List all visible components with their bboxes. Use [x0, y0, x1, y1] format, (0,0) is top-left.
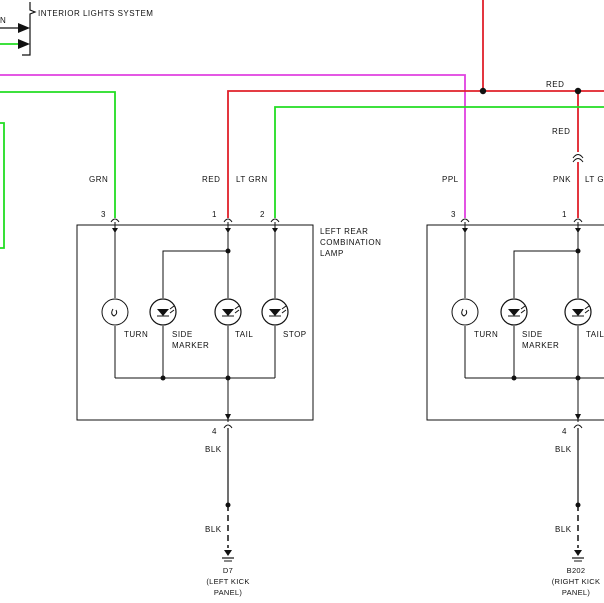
bulb-label-marker: MARKER	[172, 341, 209, 350]
filament-bulb-icon	[101, 298, 129, 326]
pin-connector-icon	[270, 218, 280, 223]
bulb-label-stop: STOP	[283, 330, 307, 339]
wire-label-ppl: PPL	[442, 175, 459, 184]
wire-grn-stub	[0, 122, 5, 249]
led-bulb-icon	[564, 298, 592, 326]
lamp-housing	[76, 224, 314, 421]
pin-connector-icon	[223, 218, 233, 223]
wire-label-pnk: PNK	[553, 175, 571, 184]
bulb-label-marker: MARKER	[522, 341, 559, 350]
ground-id: B202	[567, 566, 586, 575]
bulb-label-side: SIDE	[522, 330, 543, 339]
ground-location-line-1: (RIGHT KICK	[552, 577, 601, 586]
pin-number-2: 2	[260, 210, 265, 219]
bulb-label-turn: TURN	[474, 330, 498, 339]
pin-connector-icon	[573, 218, 583, 223]
lamp-title-line-3: LAMP	[320, 249, 344, 258]
wire-ppl	[0, 74, 466, 218]
bulb-label-turn: TURN	[124, 330, 148, 339]
lamp-housing	[426, 224, 604, 421]
wire-lt-grn	[274, 106, 604, 218]
connector-arrow-icon	[18, 23, 30, 33]
ground-wire-label: BLK	[205, 525, 222, 534]
led-bulb-icon	[261, 298, 289, 326]
ground-location-line-2: PANEL)	[562, 588, 591, 597]
wire-label-lt-grn: LT GRN	[236, 175, 268, 184]
pin-connector-icon	[460, 218, 470, 223]
ground-icon	[222, 550, 234, 562]
led-bulb-icon	[500, 298, 528, 326]
bulb-label-tail: TAIL	[235, 330, 253, 339]
right-rear-combination-lamp: PPL PNK LT G 3 1	[426, 175, 604, 597]
led-bulb-icon	[214, 298, 242, 326]
wire-label-red: RED	[202, 175, 220, 184]
wire-label-grn: GRN	[89, 175, 108, 184]
splice-dot	[479, 87, 487, 95]
lamp-title-line-1: LEFT REAR	[320, 227, 368, 236]
lamp-title-line-2: COMBINATION	[320, 238, 381, 247]
pin-number-1: 1	[562, 210, 567, 219]
interior-lights-label: INTERIOR LIGHTS SYSTEM	[38, 9, 153, 18]
ground-icon	[572, 550, 584, 562]
ground-wire-label: BLK	[555, 525, 572, 534]
wire-label-red-right: RED	[546, 80, 564, 89]
interior-lights-connector: INTERIOR LIGHTS SYSTEM N	[0, 2, 153, 56]
splice-dot	[574, 87, 582, 95]
pin-number-3: 3	[101, 210, 106, 219]
led-bulb-icon	[149, 298, 177, 326]
inline-connector-icon	[572, 154, 584, 163]
pin-number-1: 1	[212, 210, 217, 219]
filament-bulb-icon	[451, 298, 479, 326]
wires	[0, 0, 604, 249]
bulb-label-tail: TAIL	[586, 330, 604, 339]
left-rear-combination-lamp: LEFT REAR COMBINATION LAMP GRN RED LT GR…	[76, 175, 381, 597]
ground-pin-wire: BLK	[205, 445, 222, 454]
wire-label-lt-g: LT G	[585, 175, 604, 184]
ground-location-line-1: (LEFT KICK	[206, 577, 249, 586]
ground-pin-number: 4	[562, 427, 567, 436]
ground-id: D7	[223, 566, 233, 575]
ground-location-line-2: PANEL)	[214, 588, 243, 597]
pin-number-3: 3	[451, 210, 456, 219]
connector-arrow-icon	[18, 39, 30, 49]
cut-wire-label: N	[0, 16, 6, 25]
wire-label-red-down: RED	[552, 127, 570, 136]
pin-connector-icon	[110, 218, 120, 223]
bulb-label-side: SIDE	[172, 330, 193, 339]
wire-grn	[0, 91, 116, 218]
ground-pin-wire: BLK	[555, 445, 572, 454]
wire-red-main	[227, 90, 604, 218]
ground-pin-number: 4	[212, 427, 217, 436]
